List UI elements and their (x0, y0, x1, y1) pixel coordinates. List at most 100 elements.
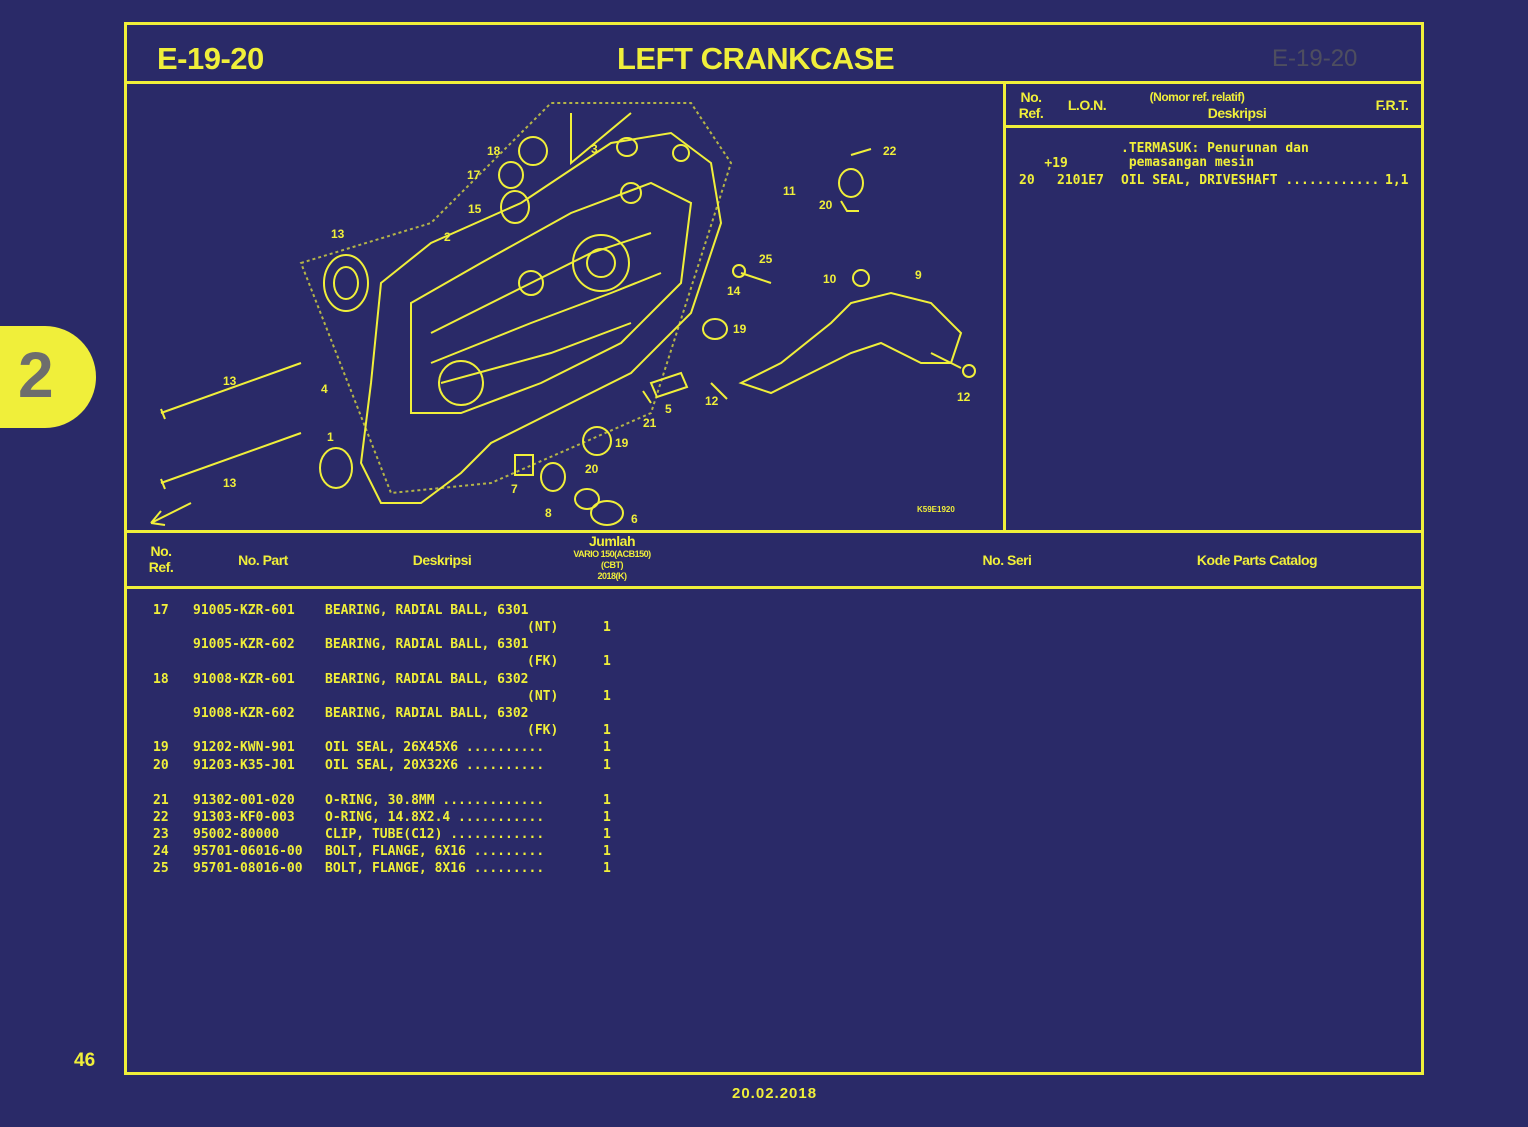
ref-header-lon: L.O.N. (1067, 97, 1107, 113)
callout-label: 5 (665, 402, 672, 416)
ref-header-nomor: (Nomor ref. relatif) (1149, 90, 1245, 104)
callout-label: 22 (883, 144, 897, 158)
callout-label: 10 (823, 272, 837, 286)
divider-diagram-ref (1003, 81, 1006, 531)
callout-label: 3 (591, 142, 598, 156)
page-title: LEFT CRANKCASE (617, 41, 895, 76)
page-number: 46 (74, 1050, 96, 1071)
row-part-number: 91203-K35-J01 (193, 758, 295, 773)
row-part-number: 91008-KZR-601 (193, 672, 295, 687)
ref-row: +19 (1013, 141, 1067, 186)
table-header-no-ref: No. Ref. (148, 543, 174, 575)
table-header-kode: Kode Parts Catalog (1196, 552, 1318, 568)
row-part-number: 91008-KZR-602 (193, 706, 295, 721)
row-qty: 1 (603, 810, 611, 825)
row-part-number: 91303-KF0-003 (193, 810, 295, 825)
ghost-code: E-19-20 (1272, 45, 1358, 72)
row-part-number: 91005-KZR-602 (193, 637, 295, 652)
callout-label: 13 (331, 227, 345, 241)
row-qty: 1 (603, 723, 611, 738)
ref-header-deskripsi: Deskripsi (1207, 105, 1267, 121)
table-header-jumlah: Jumlah (588, 533, 636, 549)
table-header-no-part: No. Part (238, 552, 288, 568)
row-description: BEARING, RADIAL BALL, 6302 (325, 672, 529, 687)
callout-label: 17 (467, 168, 481, 182)
callout-label: 12 (705, 394, 719, 408)
callout-label: 20 (819, 198, 833, 212)
row-ref: 24 (153, 844, 169, 859)
row-part-number: 95002-80000 (193, 827, 280, 842)
table-header-cbt: (CBT) (601, 560, 624, 570)
row-ref: 22 (153, 810, 169, 825)
callout-label: 19 (733, 322, 747, 336)
row-part-number: 91302-001-020 (193, 793, 295, 808)
row-ref: 18 (153, 672, 169, 687)
row-ref: 19 (153, 740, 169, 755)
ref-row-frt: 1,1 (1385, 173, 1409, 188)
divider-table-header (127, 586, 1421, 589)
row-description: BOLT, FLANGE, 6X16 ......... (325, 844, 545, 859)
row-ref: 25 (153, 861, 169, 876)
row-ref: 21 (153, 793, 169, 808)
callout-label: 4 (321, 382, 328, 396)
row-description: BEARING, RADIAL BALL, 6301 (325, 603, 529, 618)
ref-row-lon: 2101E7 (1057, 173, 1104, 188)
table-header-year: 2018(K) (597, 571, 627, 581)
catalog-page-frame: E-19-20 LEFT CRANKCASE E-19-20 No. Ref. … (124, 22, 1424, 1075)
row-part-number: 91005-KZR-601 (193, 603, 295, 618)
crankcase-diagram: 13 2 15 17 18 3 22 11 20 25 14 10 9 19 1… (150, 102, 976, 526)
row-qty: 1 (603, 620, 611, 635)
ref-row-desc: pemasangan mesin (1121, 155, 1255, 170)
table-header-no-seri: No. Seri (982, 552, 1032, 568)
row-part-number: 91202-KWN-901 (193, 740, 295, 755)
callout-label: 18 (487, 144, 501, 158)
table-header-deskripsi: Deskripsi (412, 552, 472, 568)
callout-label: 14 (727, 284, 741, 298)
callout-label: 12 (957, 390, 971, 404)
callout-label: 19 (615, 436, 629, 450)
ref-row-desc: .TERMASUK: Penurunan dan (1121, 141, 1309, 156)
row-part-number: 95701-08016-00 (193, 861, 303, 876)
row-ref: 20 (153, 758, 169, 773)
row-part-number: 95701-06016-00 (193, 844, 303, 859)
callout-label: 1 (327, 430, 334, 444)
row-ref: 23 (153, 827, 169, 842)
row-note: (NT) (527, 620, 559, 635)
callout-label: 7 (511, 482, 518, 496)
row-qty: 1 (603, 758, 611, 773)
row-qty: 1 (603, 740, 611, 755)
callout-label: 20 (585, 462, 599, 476)
row-ref: 17 (153, 603, 169, 618)
callout-label: 25 (759, 252, 773, 266)
row-qty: 1 (603, 861, 611, 876)
callout-label: 2 (444, 230, 451, 244)
page-code: E-19-20 (157, 41, 264, 76)
section-tab-label: 2 (18, 339, 54, 411)
row-qty: 1 (603, 689, 611, 704)
callout-label: 15 (468, 202, 482, 216)
callout-label: 11 (783, 184, 796, 198)
section-tab[interactable]: 2 (0, 326, 96, 428)
row-qty: 1 (603, 844, 611, 859)
row-qty: 1 (603, 654, 611, 669)
table-header-model: VARIO 150(ACB150) (573, 549, 651, 559)
callout-label: 6 (631, 512, 638, 526)
row-description: OIL SEAL, 20X32X6 .......... (325, 758, 545, 773)
row-note: (FK) (527, 723, 559, 738)
divider-diagram (127, 530, 1421, 533)
row-note: (FK) (527, 654, 559, 669)
ref-header-frt: F.R.T. (1375, 97, 1409, 113)
ref-header-no: No. Ref. (1018, 89, 1044, 121)
row-note: (NT) (527, 689, 559, 704)
ref-row-desc: OIL SEAL, DRIVESHAFT ............ (1121, 173, 1380, 188)
callout-label: 9 (915, 268, 922, 282)
divider-header (127, 81, 1421, 84)
divider-ref-header (1003, 125, 1421, 128)
callout-label: 8 (545, 506, 552, 520)
diagram-stamp: K59E1920 (917, 505, 955, 514)
ref-row-no: 20 (1019, 173, 1035, 188)
print-date: 20.02.2018 (732, 1085, 818, 1102)
row-description: BOLT, FLANGE, 8X16 ......... (325, 861, 545, 876)
row-description: O-RING, 30.8MM ............. (325, 793, 545, 808)
row-description: BEARING, RADIAL BALL, 6302 (325, 706, 529, 721)
